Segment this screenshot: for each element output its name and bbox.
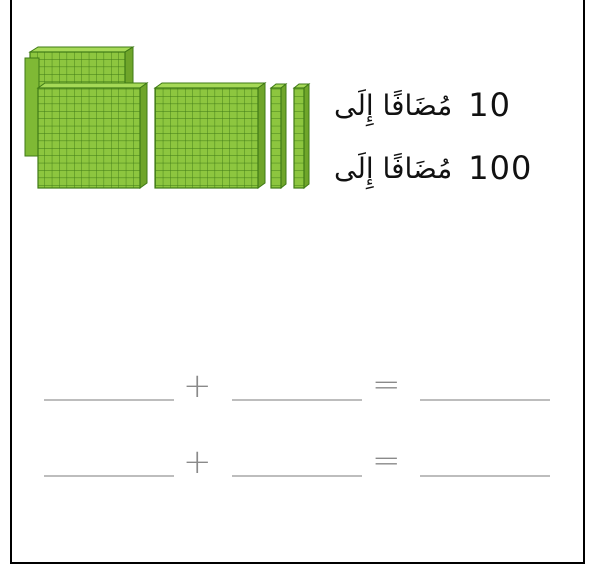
plus-sign: +: [183, 445, 212, 479]
prompt-number: 100: [468, 149, 532, 187]
plus-sign: +: [183, 369, 212, 403]
prompt-number: 10: [468, 86, 511, 124]
answer-blank[interactable]: [420, 399, 550, 401]
equation-row-1: + =: [0, 368, 611, 408]
prompt-line-1: مُضَافًا إِلَى 10: [334, 86, 511, 124]
hundred-flat-block-icon: [155, 83, 265, 188]
prompt-phrase: مُضَافًا إِلَى: [334, 152, 452, 185]
equals-sign: =: [372, 368, 401, 402]
equation-row-2: + =: [0, 444, 611, 484]
prompt-phrase: مُضَافًا إِلَى: [334, 89, 452, 122]
ten-rod-block-icon: [271, 84, 286, 188]
answer-blank[interactable]: [420, 475, 550, 477]
equals-sign: =: [372, 444, 401, 478]
answer-blank[interactable]: [232, 399, 362, 401]
prompt-line-2: مُضَافًا إِلَى 100: [334, 149, 532, 187]
hundred-flat-block-icon: [38, 83, 147, 188]
answer-blank[interactable]: [232, 475, 362, 477]
ten-rod-block-icon: [294, 84, 309, 188]
answer-blank[interactable]: [44, 475, 174, 477]
base-ten-blocks-illustration: [0, 0, 320, 200]
answer-blank[interactable]: [44, 399, 174, 401]
